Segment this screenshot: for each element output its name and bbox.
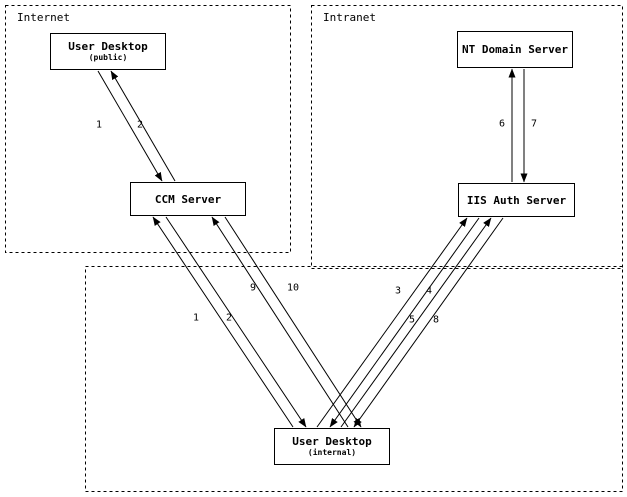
- node-subtitle-user-desktop-internal: (internal): [307, 448, 357, 457]
- zone-internal: [85, 266, 623, 492]
- edge-e1b: [152, 216, 294, 428]
- edge-e5: [340, 217, 492, 428]
- zone-label-internet: Internet: [17, 11, 70, 24]
- edge-label-e4: 4: [425, 285, 433, 297]
- node-title-user-desktop-internal: User Desktop: [292, 435, 372, 448]
- node-user-desktop-internal[interactable]: User Desktop(internal): [274, 428, 390, 465]
- node-nt-domain-server[interactable]: NT Domain Server: [457, 31, 573, 68]
- edge-e8: [353, 217, 504, 428]
- edge-label-e2b: 2: [225, 312, 233, 324]
- node-iis-auth-server[interactable]: IIS Auth Server: [458, 183, 575, 217]
- edge-e10: [224, 216, 362, 428]
- edge-e2: [110, 70, 176, 182]
- edge-e1: [97, 70, 163, 182]
- edge-e4: [329, 217, 480, 428]
- zone-internet: [5, 5, 291, 253]
- node-title-ccm-server: CCM Server: [154, 192, 222, 206]
- edge-label-e10: 10: [286, 282, 300, 294]
- edge-e9: [211, 216, 349, 428]
- zone-intranet: [311, 5, 623, 269]
- edge-label-e7: 7: [530, 118, 538, 130]
- edge-label-e1b: 1: [192, 312, 200, 324]
- node-title-iis-auth-server: IIS Auth Server: [466, 193, 567, 207]
- edge-label-e6: 6: [498, 118, 506, 130]
- edge-label-e2: 2: [136, 119, 144, 131]
- node-title-user-desktop-public: User Desktop: [68, 40, 148, 53]
- edge-label-e8: 8: [432, 314, 440, 326]
- edge-label-e3: 3: [394, 285, 402, 297]
- edge-label-e1: 1: [95, 119, 103, 131]
- node-user-desktop-public[interactable]: User Desktop(public): [50, 33, 166, 70]
- edge-label-e5: 5: [408, 314, 416, 326]
- node-title-nt-domain-server: NT Domain Server: [462, 43, 568, 56]
- edge-label-e9: 9: [249, 282, 257, 294]
- node-subtitle-user-desktop-public: (public): [88, 53, 128, 62]
- zone-label-intranet: Intranet: [323, 11, 376, 24]
- node-ccm-server[interactable]: CCM Server: [130, 182, 246, 216]
- edge-e3: [316, 217, 468, 428]
- edge-e2b: [165, 216, 307, 428]
